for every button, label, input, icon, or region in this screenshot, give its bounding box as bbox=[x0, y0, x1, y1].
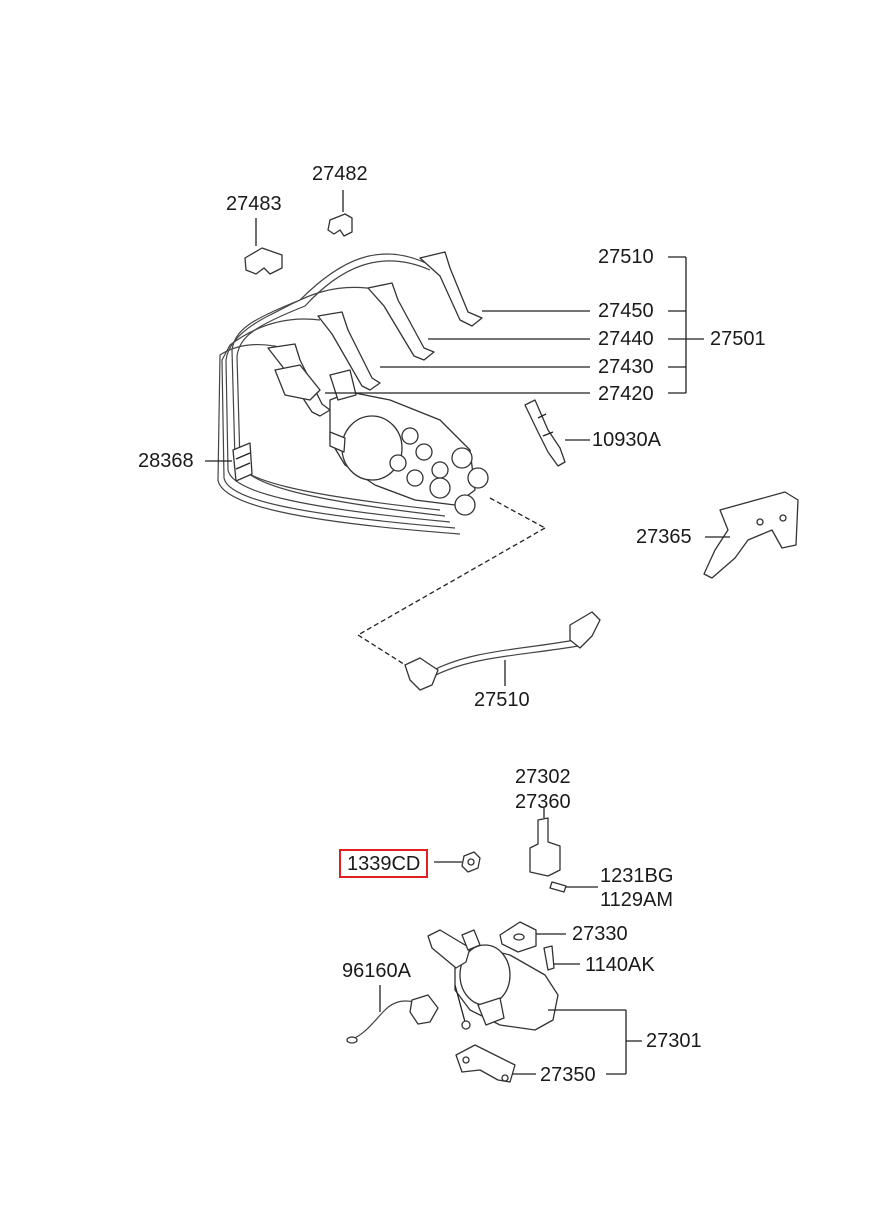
clip-28368 bbox=[232, 442, 253, 482]
label-27483: 27483 bbox=[226, 193, 282, 215]
bracket-27350 bbox=[455, 1044, 516, 1083]
leader-lines-bottom bbox=[379, 861, 642, 1075]
label-27330: 27330 bbox=[572, 923, 628, 945]
label-10930A: 10930A bbox=[592, 429, 661, 451]
bracket-27330 bbox=[499, 921, 537, 953]
label-27501: 27501 bbox=[710, 328, 766, 350]
cable-boot-27440 bbox=[367, 282, 435, 361]
label-27420: 27420 bbox=[598, 383, 654, 405]
nut-1339CD bbox=[461, 851, 481, 873]
cable-boot-27450 bbox=[419, 251, 483, 327]
label-27510-top: 27510 bbox=[598, 246, 654, 268]
bracket-27365 bbox=[703, 491, 799, 579]
label-27360: 27360 bbox=[515, 791, 571, 813]
cable-96160A bbox=[346, 994, 439, 1044]
label-27302: 27302 bbox=[515, 766, 571, 788]
label-1140AK: 1140AK bbox=[585, 954, 655, 976]
label-27482: 27482 bbox=[312, 163, 368, 185]
projection-dashed bbox=[357, 497, 546, 669]
label-27365: 27365 bbox=[636, 526, 692, 548]
label-27430: 27430 bbox=[598, 356, 654, 378]
spark-plug-10930A bbox=[524, 399, 566, 467]
bolt-1140AK bbox=[543, 945, 555, 971]
label-27510-bottom: 27510 bbox=[474, 689, 530, 711]
ignition-cable-harness bbox=[217, 253, 461, 535]
screw-1231BG bbox=[549, 881, 567, 893]
clip-27482 bbox=[327, 213, 353, 237]
label-1339CD-highlighted[interactable]: 1339CD bbox=[339, 849, 429, 878]
label-1231BG: 1231BG bbox=[600, 865, 674, 887]
label-27450: 27450 bbox=[598, 300, 654, 322]
connector-27302 bbox=[529, 808, 561, 877]
ignition-coil-27301 bbox=[427, 929, 559, 1031]
leader-lines-top bbox=[205, 190, 730, 686]
label-27440: 27440 bbox=[598, 328, 654, 350]
clip-27483 bbox=[244, 247, 283, 275]
label-27350: 27350 bbox=[540, 1064, 596, 1086]
distributor-cap bbox=[274, 364, 489, 516]
label-28368: 28368 bbox=[138, 450, 194, 472]
label-27301: 27301 bbox=[646, 1030, 702, 1052]
cable-boot-27430 bbox=[317, 311, 381, 391]
label-1129AM: 1129AM bbox=[600, 889, 674, 911]
label-96160A: 96160A bbox=[342, 960, 411, 982]
ignition-cable-27510 bbox=[404, 611, 601, 691]
